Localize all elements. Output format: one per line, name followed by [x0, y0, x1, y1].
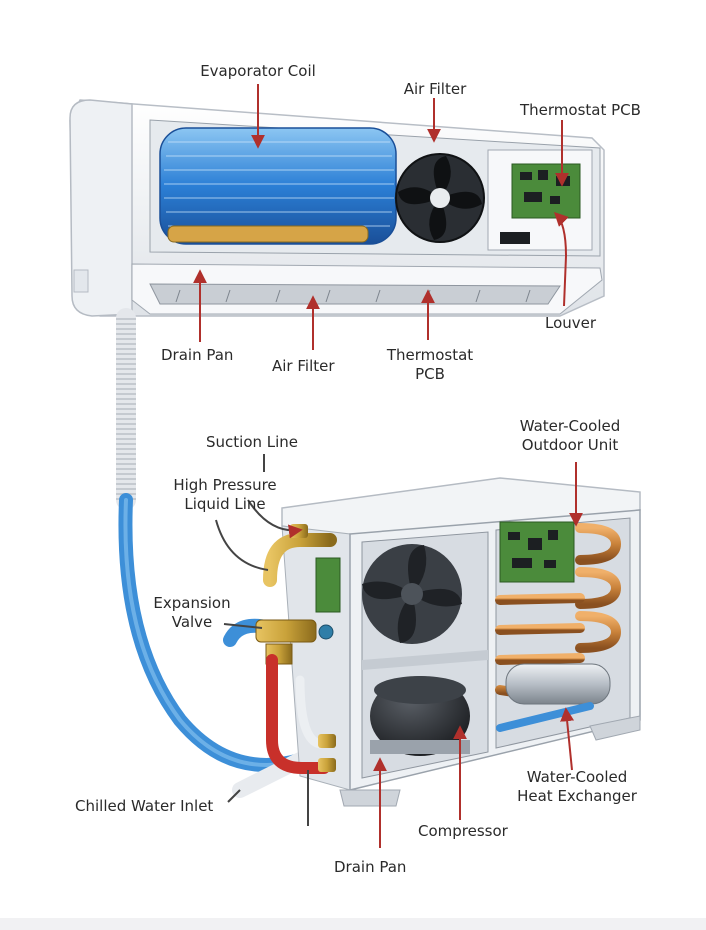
- label-expansion-valve: Expansion Valve: [142, 594, 242, 632]
- label-thermostat-pcb-bottom-line2: PCB: [415, 365, 445, 383]
- label-drain-pan-top: Drain Pan: [161, 346, 234, 364]
- drain-hose: [116, 308, 307, 772]
- indoor-unit: [69, 99, 605, 317]
- label-air-filter-top: Air Filter: [403, 80, 467, 98]
- label-evaporator-coil: Evaporator Coil: [200, 62, 316, 80]
- footer-bar: [0, 918, 706, 930]
- label-air-filter-bottom: Air Filter: [272, 357, 335, 375]
- label-thermostat-pcb-bottom-line1: Thermostat: [386, 346, 474, 364]
- label-high-pressure-liquid-line: High Pressure Liquid Line: [160, 476, 290, 514]
- label-water-cooled-hx-line1: Water-Cooled: [526, 768, 628, 786]
- label-chilled-water-inlet: Chilled Water Inlet: [75, 797, 214, 815]
- label-high-pressure-line1: High Pressure: [173, 476, 277, 494]
- label-water-cooled-outdoor-line1: Water-Cooled: [519, 417, 621, 435]
- label-thermostat-pcb-top: Thermostat PCB: [520, 101, 641, 119]
- label-thermostat-pcb-bottom: Thermostat PCB: [380, 346, 480, 384]
- label-water-cooled-hx-line2: Heat Exchanger: [517, 787, 637, 805]
- label-water-cooled-outdoor-line2: Outdoor Unit: [521, 436, 619, 454]
- label-expansion-valve-line2: Valve: [171, 613, 213, 631]
- label-suction-line: Suction Line: [206, 433, 299, 451]
- label-water-cooled-heat-exchanger: Water-Cooled Heat Exchanger: [504, 768, 650, 806]
- label-high-pressure-line2: Liquid Line: [184, 495, 266, 513]
- label-compressor: Compressor: [418, 822, 508, 840]
- label-expansion-valve-line1: Expansion: [153, 594, 231, 612]
- label-louver: Louver: [545, 314, 597, 332]
- label-water-cooled-outdoor-unit: Water-Cooled Outdoor Unit: [500, 417, 640, 455]
- leader-lines: [193, 84, 583, 848]
- outdoor-unit: [281, 477, 641, 807]
- label-drain-pan-bottom: Drain Pan: [334, 858, 407, 876]
